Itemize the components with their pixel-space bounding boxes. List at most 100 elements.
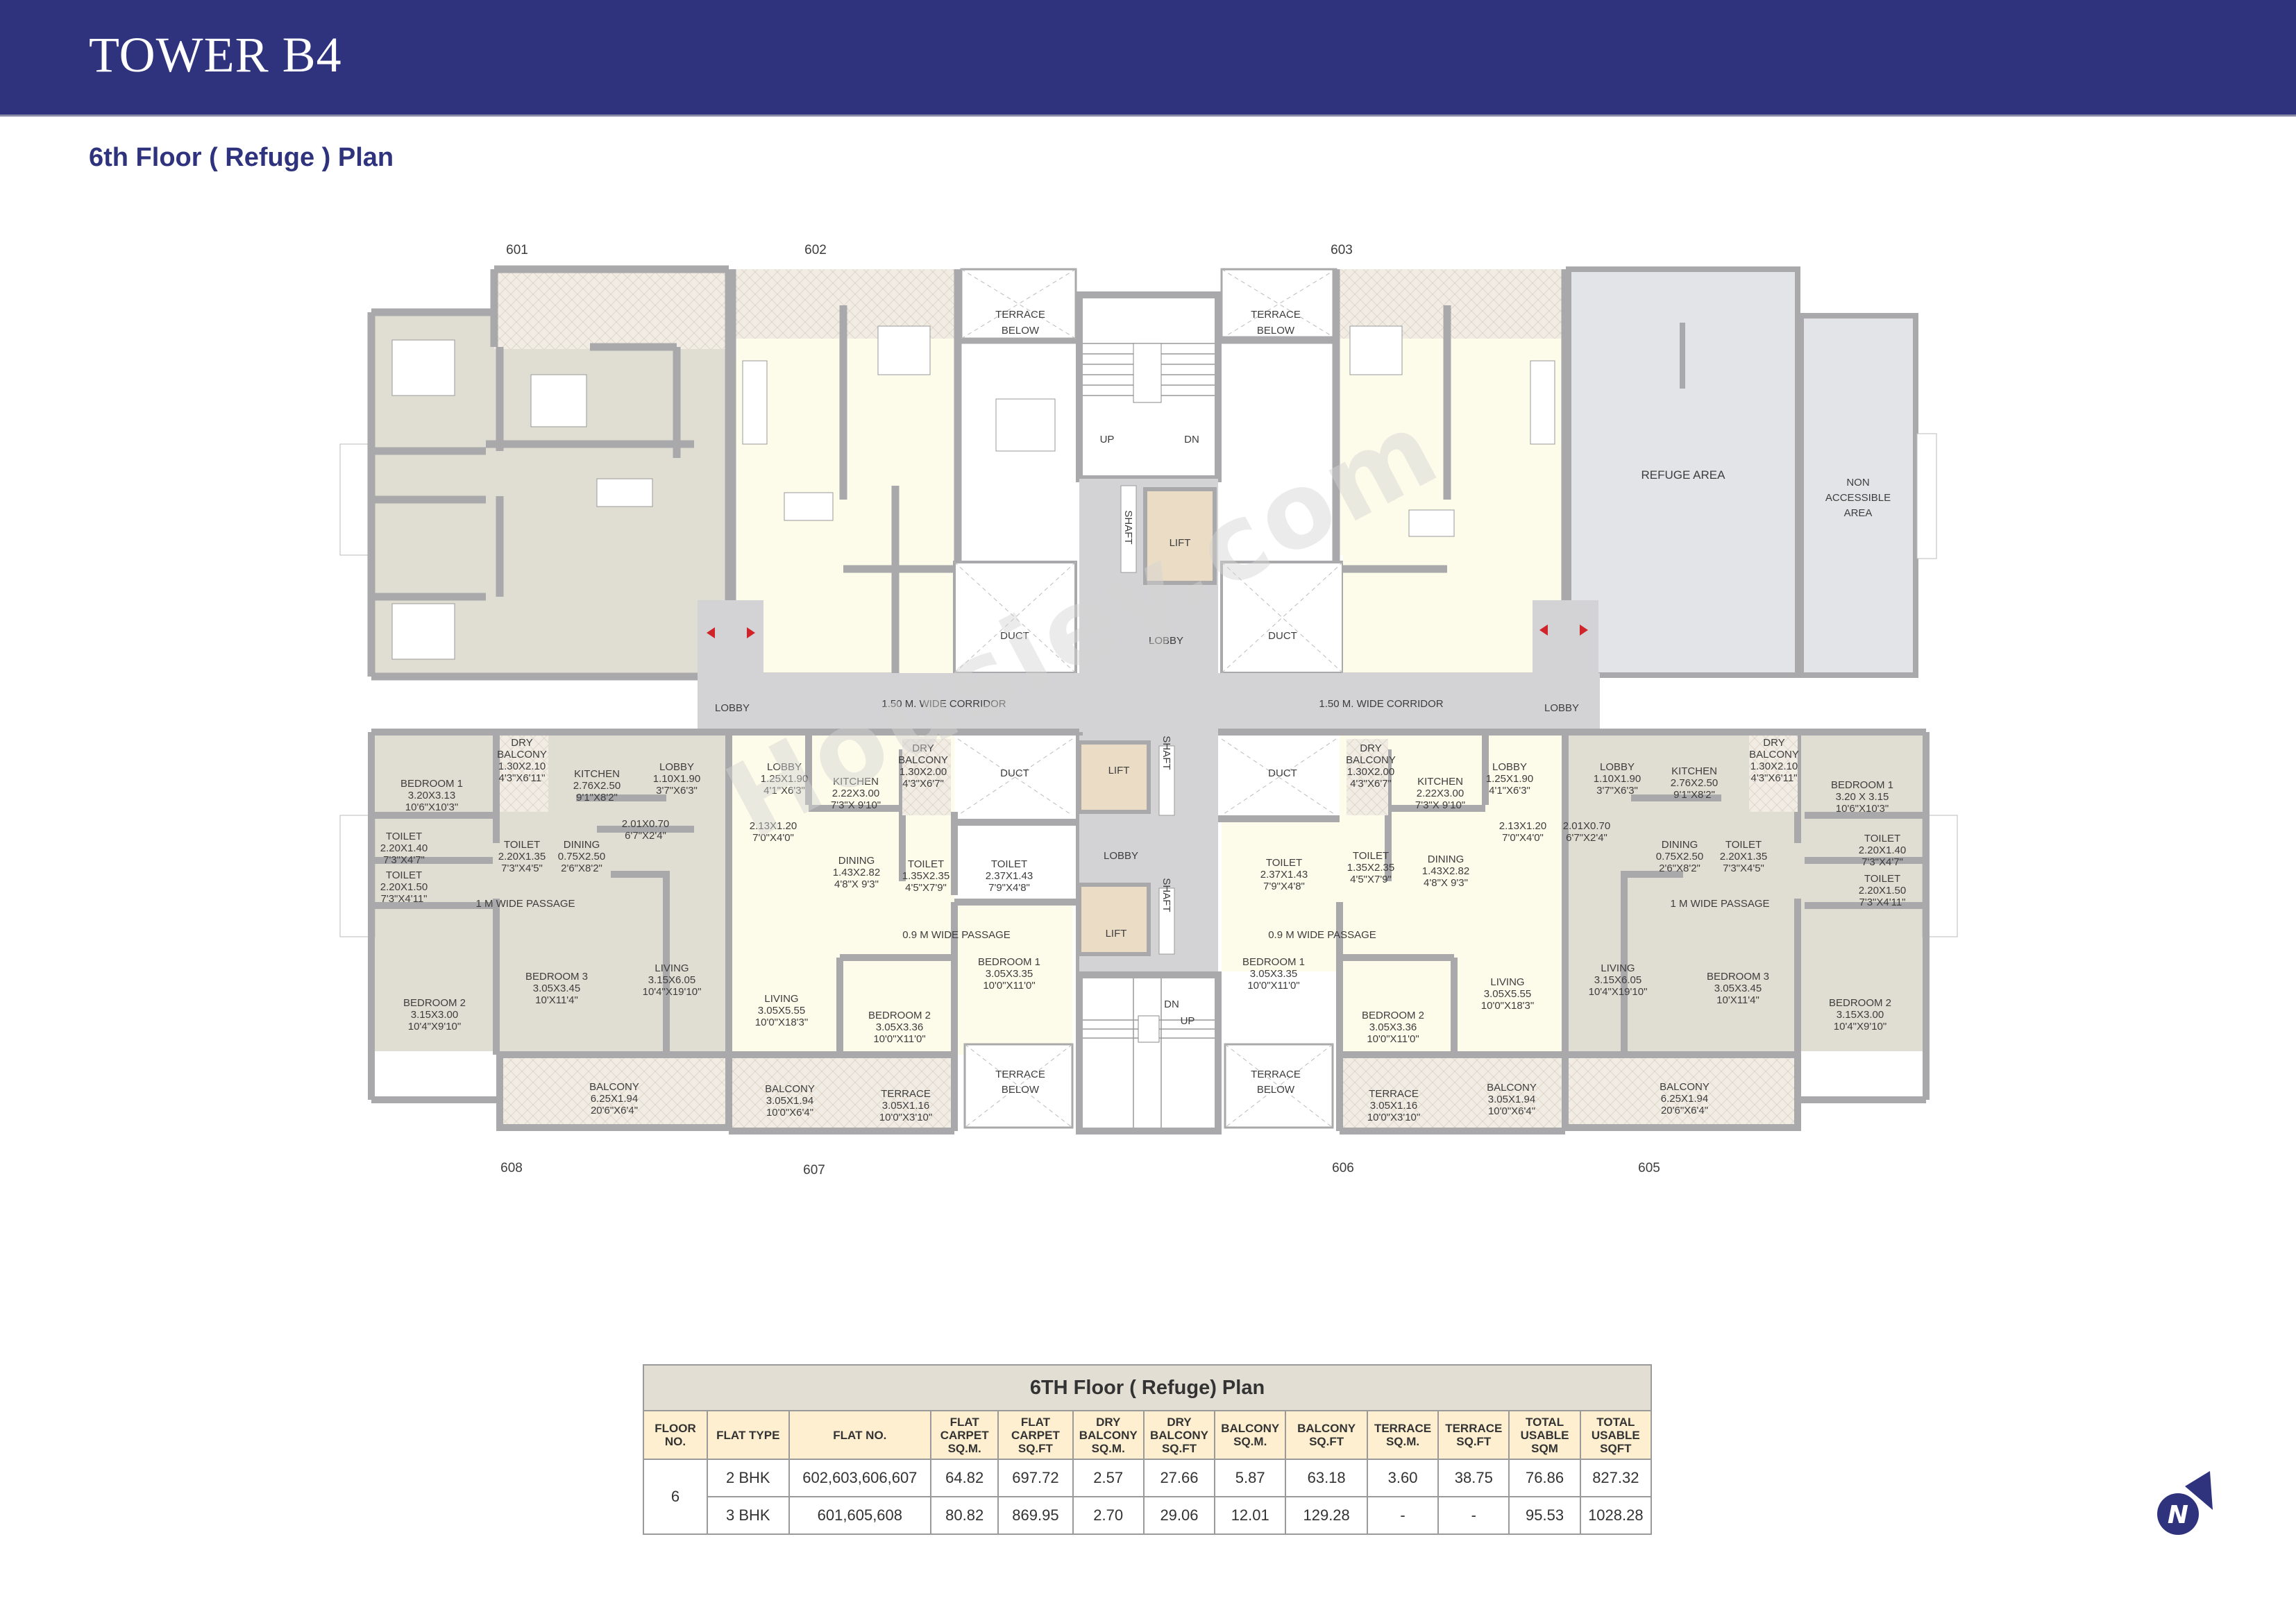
svg-text:4'5"X7'9": 4'5"X7'9": [1350, 874, 1392, 885]
floor-plan-title: 6th Floor ( Refuge ) Plan: [89, 143, 394, 172]
svg-text:TOILET: TOILET: [386, 869, 422, 881]
flat-608[interactable]: DRY BALCONY 1.30X2.10 4'3"X6'11" KITCHEN…: [339, 729, 732, 1131]
svg-text:7'3"X4'7": 7'3"X4'7": [383, 854, 425, 866]
terrace-below-top-left: TERRACE BELOW: [960, 268, 1077, 340]
svg-text:DRY: DRY: [511, 737, 532, 749]
flat-606[interactable]: DUCT DRY BALCONY 1.30X2.00 4'3"X6'7" KIT…: [1218, 729, 1569, 1135]
svg-text:DN: DN: [1184, 434, 1199, 445]
svg-text:NON: NON: [1846, 477, 1869, 488]
balcony-sqm-cell: 12.01: [1214, 1496, 1287, 1535]
svg-text:7'3"X4'11": 7'3"X4'11": [1859, 897, 1906, 908]
svg-text:BALCONY: BALCONY: [497, 749, 547, 760]
svg-text:BEDROOM 1: BEDROOM 1: [1242, 956, 1305, 968]
flat-605[interactable]: DRY BALCONY 1.30X2.10 4'3"X6'11" KITCHEN…: [1562, 729, 1958, 1131]
svg-text:4'8"X 9'3": 4'8"X 9'3": [1424, 877, 1468, 889]
svg-text:3'7"X6'3": 3'7"X6'3": [1596, 785, 1638, 797]
col-balcony-sqft: BALCONY SQ.FT: [1285, 1410, 1368, 1460]
svg-text:LOBBY: LOBBY: [1149, 635, 1183, 647]
svg-text:0.9 M WIDE PASSAGE: 0.9 M WIDE PASSAGE: [902, 929, 1011, 941]
svg-text:10'0"X3'10": 10'0"X3'10": [879, 1112, 932, 1123]
svg-text:DINING: DINING: [1662, 839, 1698, 851]
svg-text:4'8"X 9'3": 4'8"X 9'3": [834, 878, 879, 890]
flat-601[interactable]: [339, 265, 733, 681]
svg-text:TOILET: TOILET: [908, 858, 944, 870]
terrace-below-top-right: TERRACE BELOW: [1220, 268, 1337, 340]
svg-text:REFUGE AREA: REFUGE AREA: [1641, 468, 1726, 482]
svg-text:10'0"X11'0": 10'0"X11'0": [983, 980, 1035, 992]
svg-text:1.30X2.10: 1.30X2.10: [1750, 760, 1798, 772]
col-balcony-sqm: BALCONY SQ.M.: [1214, 1410, 1287, 1460]
svg-text:1.10X1.90: 1.10X1.90: [653, 773, 700, 785]
balcony-sqft-cell: 63.18: [1285, 1459, 1368, 1497]
flat-602[interactable]: [728, 269, 1083, 681]
svg-text:BELOW: BELOW: [1257, 1084, 1295, 1096]
svg-text:3.05X5.55: 3.05X5.55: [1484, 988, 1531, 1000]
svg-text:20'6"X6'4": 20'6"X6'4": [591, 1105, 638, 1116]
svg-text:6.25X1.94: 6.25X1.94: [591, 1093, 638, 1105]
svg-text:605: 605: [1638, 1161, 1660, 1175]
svg-text:3.20 X 3.15: 3.20 X 3.15: [1836, 791, 1889, 803]
svg-text:TOILET: TOILET: [386, 831, 422, 842]
svg-text:602: 602: [804, 243, 827, 257]
svg-text:LIVING: LIVING: [655, 962, 689, 974]
total-sqft-cell: 827.32: [1579, 1459, 1653, 1497]
terrace-sqm-cell: 3.60: [1366, 1459, 1440, 1497]
svg-text:7'3"X 9'10": 7'3"X 9'10": [831, 799, 881, 811]
svg-text:603: 603: [1331, 243, 1353, 257]
total-sqm-cell: 76.86: [1508, 1459, 1581, 1497]
north-arrow-icon: N: [2157, 1471, 2213, 1535]
svg-text:1.50 M. WIDE CORRIDOR: 1.50 M. WIDE CORRIDOR: [1319, 698, 1443, 710]
flat-607[interactable]: DUCT LOBBY 1.25X1.90 4'1"X6'3" KITCHEN 2…: [729, 729, 1083, 1135]
svg-text:4'3"X6'11": 4'3"X6'11": [499, 772, 546, 784]
svg-text:0.9 M WIDE PASSAGE: 0.9 M WIDE PASSAGE: [1268, 929, 1376, 941]
svg-text:BEDROOM 3: BEDROOM 3: [1707, 971, 1769, 983]
svg-text:BEDROOM 2: BEDROOM 2: [1362, 1010, 1424, 1021]
carpet-sqft-cell: 697.72: [997, 1459, 1074, 1497]
svg-text:2.22X3.00: 2.22X3.00: [832, 788, 879, 799]
svg-text:BEDROOM 1: BEDROOM 1: [978, 956, 1040, 968]
svg-text:7'0"X4'0": 7'0"X4'0": [1502, 832, 1544, 844]
svg-text:TOILET: TOILET: [1864, 873, 1900, 885]
svg-text:DINING: DINING: [838, 855, 875, 867]
svg-text:2.76X2.50: 2.76X2.50: [573, 780, 621, 792]
svg-text:2'6"X8'2": 2'6"X8'2": [561, 863, 602, 874]
svg-text:601: 601: [506, 243, 528, 257]
svg-text:6'7"X2'4": 6'7"X2'4": [625, 830, 666, 842]
col-carpet-sqm: FLAT CARPET SQ.M.: [930, 1410, 999, 1460]
svg-text:1 M WIDE PASSAGE: 1 M WIDE PASSAGE: [475, 898, 575, 910]
svg-text:BALCONY: BALCONY: [589, 1081, 639, 1093]
svg-text:TERRACE: TERRACE: [1369, 1088, 1419, 1100]
svg-text:2.37X1.43: 2.37X1.43: [1260, 869, 1308, 881]
svg-text:6'7"X2'4": 6'7"X2'4": [1566, 832, 1607, 844]
col-dry-balcony-sqm: DRY BALCONY SQ.M.: [1072, 1410, 1145, 1460]
svg-text:3.05X3.45: 3.05X3.45: [533, 983, 580, 994]
flat-no-cell: 602,603,606,607: [788, 1459, 932, 1497]
flat-603[interactable]: [1215, 269, 1569, 681]
svg-text:2.01X0.70: 2.01X0.70: [1563, 820, 1610, 832]
carpet-sqm-cell: 64.82: [930, 1459, 999, 1497]
svg-text:TERRACE: TERRACE: [995, 1069, 1045, 1080]
svg-text:2.76X2.50: 2.76X2.50: [1671, 777, 1718, 789]
svg-text:7'9"X4'8": 7'9"X4'8": [1263, 881, 1305, 892]
svg-text:TOILET: TOILET: [504, 839, 540, 851]
svg-text:2.20X1.35: 2.20X1.35: [1720, 851, 1767, 863]
dry-balcony-sqm-cell: 2.57: [1072, 1459, 1145, 1497]
svg-text:7'0"X4'0": 7'0"X4'0": [752, 832, 794, 844]
svg-text:1.35X2.35: 1.35X2.35: [902, 870, 949, 882]
svg-text:DUCT: DUCT: [1268, 630, 1297, 642]
floor-plan: TERRACE BELOW TERRACE BELOW DUCT DUCT UP…: [339, 243, 1958, 1178]
svg-text:KITCHEN: KITCHEN: [1417, 776, 1463, 788]
svg-text:SHAFT: SHAFT: [1160, 878, 1172, 912]
dry-balcony-sqft-cell: 27.66: [1142, 1459, 1216, 1497]
svg-text:10'0"X3'10": 10'0"X3'10": [1367, 1112, 1420, 1123]
svg-text:TOILET: TOILET: [991, 858, 1027, 870]
svg-text:LIVING: LIVING: [1490, 976, 1524, 988]
svg-text:LOBBY: LOBBY: [1544, 702, 1579, 714]
svg-text:10'0"X11'0": 10'0"X11'0": [1247, 980, 1299, 992]
svg-text:LOBBY: LOBBY: [659, 761, 694, 773]
balcony-sqft-cell: 129.28: [1285, 1496, 1368, 1535]
svg-text:BALCONY: BALCONY: [1346, 754, 1396, 766]
svg-text:2.20X1.35: 2.20X1.35: [498, 851, 546, 863]
svg-text:2.20X1.40: 2.20X1.40: [380, 842, 428, 854]
svg-text:10'0"X18'3": 10'0"X18'3": [1481, 1000, 1534, 1012]
